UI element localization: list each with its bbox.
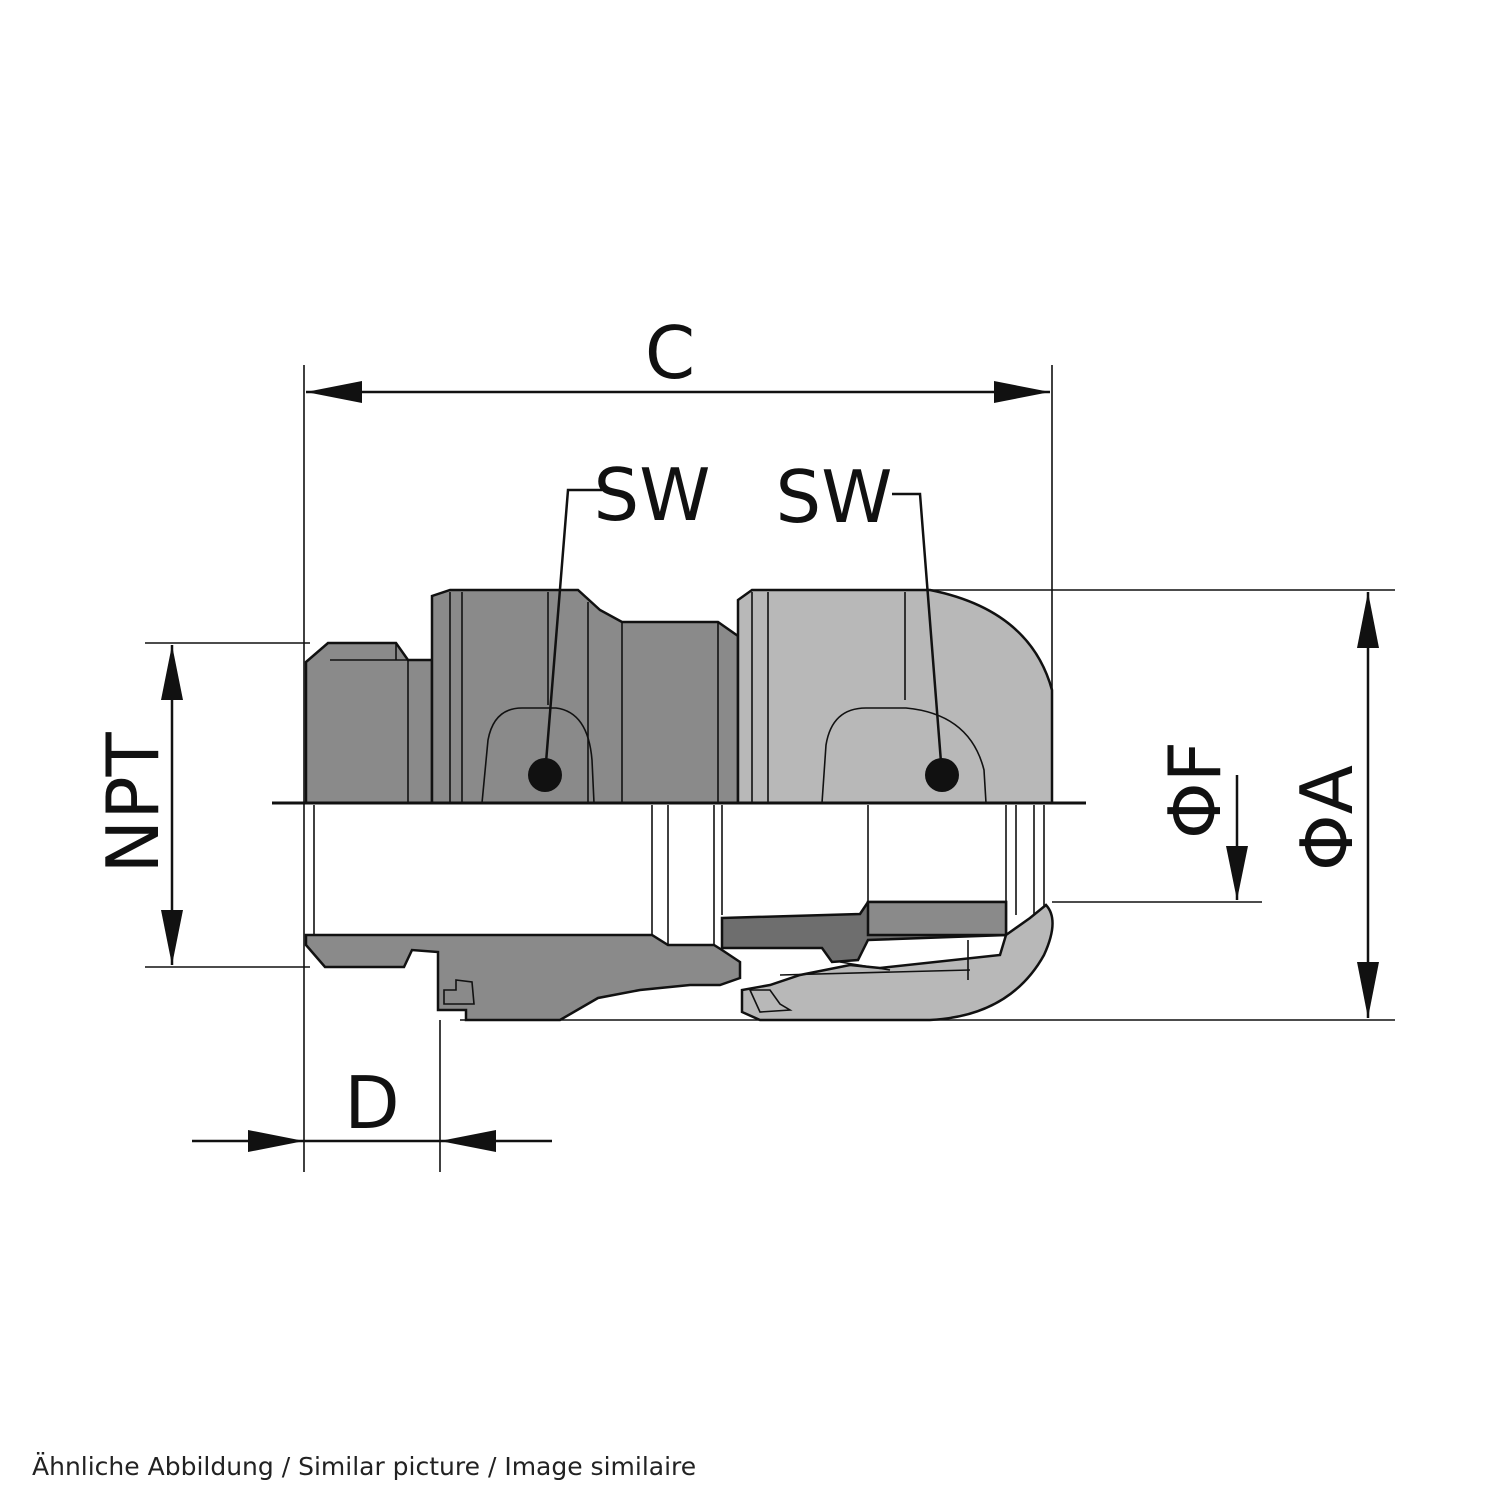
label-sw-right: SW xyxy=(776,455,893,539)
label-d: D xyxy=(344,1061,399,1145)
caption: Ähnliche Abbildung / Similar picture / I… xyxy=(32,1452,697,1481)
sw-left-dot xyxy=(528,758,562,792)
c-arrow-right xyxy=(994,381,1050,403)
a-arrow-bottom xyxy=(1357,962,1379,1018)
d-arrow-right xyxy=(440,1130,496,1152)
label-npt: NPT xyxy=(91,731,175,873)
d-arrow-left xyxy=(248,1130,304,1152)
a-arrow-top xyxy=(1357,592,1379,648)
dimension-lines xyxy=(161,381,1379,1152)
f-arrow xyxy=(1226,846,1248,900)
gland-body-upper xyxy=(304,588,1054,805)
npt-arrow-top xyxy=(161,645,183,700)
c-arrow-left xyxy=(306,381,362,403)
label-phi-f: ΦF xyxy=(1153,741,1237,839)
label-phi-a: ΦA xyxy=(1285,765,1369,871)
gland-body-section xyxy=(304,805,1054,1022)
sw-right-dot xyxy=(925,758,959,792)
label-sw-left: SW xyxy=(594,453,711,537)
label-c: C xyxy=(645,311,695,395)
sw-leaders xyxy=(528,488,959,792)
npt-arrow-bottom xyxy=(161,910,183,965)
